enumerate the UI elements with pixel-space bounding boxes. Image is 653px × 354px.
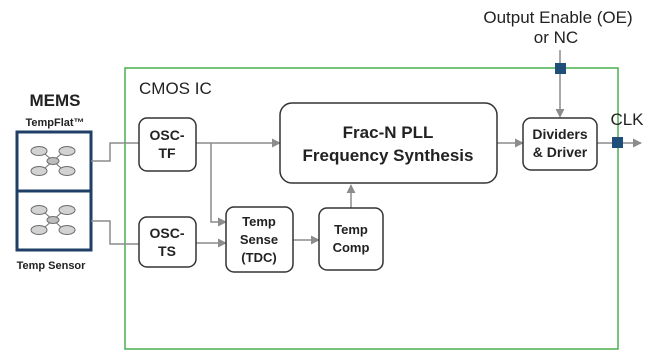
temp-comp-label: Temp bbox=[334, 222, 368, 237]
temp-sense-label: Temp bbox=[242, 214, 276, 229]
arrow-osctf-to-tempsense bbox=[210, 143, 227, 227]
temp-sense-block bbox=[225, 206, 294, 273]
pll-block bbox=[279, 102, 498, 184]
cmos-ic-label: CMOS IC bbox=[139, 79, 212, 98]
tempflat-label: TempFlat™ bbox=[25, 117, 84, 129]
temp-sense-label-line2: Sense bbox=[240, 232, 278, 247]
connector-line bbox=[91, 142, 139, 162]
output-enable-label-line2: or NC bbox=[534, 28, 578, 47]
osc-ts-block bbox=[138, 216, 197, 268]
pll-label: Frac-N PLL bbox=[343, 123, 434, 142]
pll-label-line2: Frequency Synthesis bbox=[302, 146, 473, 165]
osc-tf-block bbox=[138, 117, 197, 172]
osc-tf-label: OSC- bbox=[150, 127, 185, 143]
dividers-label: Dividers bbox=[532, 126, 587, 142]
temp-comp-label-line2: Comp bbox=[333, 240, 370, 255]
oe-pin bbox=[555, 63, 566, 74]
temp-sense-label-line3: (TDC) bbox=[241, 250, 276, 265]
dividers-block bbox=[522, 117, 598, 171]
output-enable-label: Output Enable (OE) bbox=[483, 8, 632, 27]
dividers-label-line2: & Driver bbox=[533, 144, 588, 160]
connector-line bbox=[91, 220, 139, 245]
mems-title: MEMS bbox=[30, 91, 81, 110]
temp-sensor-label: Temp Sensor bbox=[17, 260, 87, 272]
cmos-ic-box bbox=[124, 67, 619, 350]
osc-ts-label: OSC- bbox=[150, 225, 185, 241]
clk-label: CLK bbox=[610, 110, 644, 129]
temp-comp-block bbox=[318, 207, 384, 271]
osc-tf-label-line2: TF bbox=[158, 145, 176, 161]
clk-pin bbox=[612, 137, 623, 148]
mems-resonator-icon bbox=[30, 205, 76, 235]
osc-ts-label-line2: TS bbox=[158, 243, 176, 259]
mems-resonator-icon bbox=[30, 146, 76, 176]
